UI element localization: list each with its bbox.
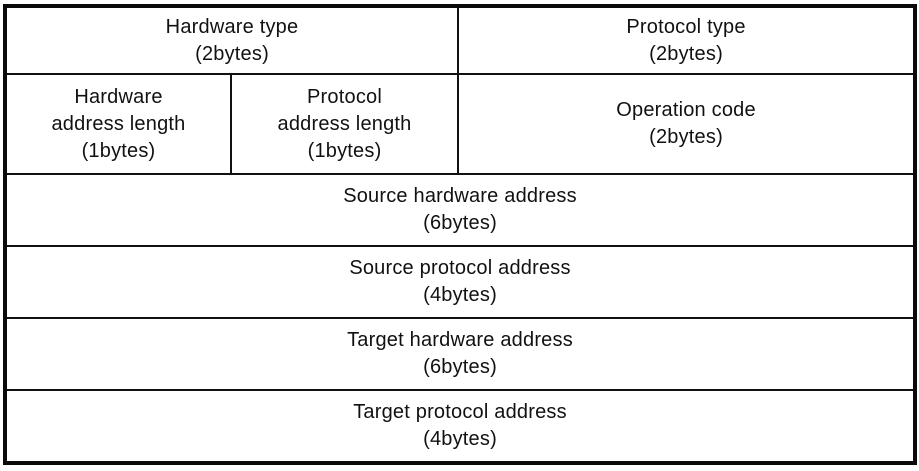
table-row: Target hardware address (6bytes) [3,317,917,391]
cell-protocol-type: Protocol type (2bytes) [457,5,917,75]
field-label: Protocol [307,85,382,108]
table-row: Hardware type (2bytes) Protocol type (2b… [3,5,917,75]
table-row: Target protocol address (4bytes) [3,389,917,464]
table-row: Source protocol address (4bytes) [3,245,917,319]
field-size: (2bytes) [649,126,723,148]
field-label: Source protocol address [349,257,571,279]
field-size: (4bytes) [423,428,497,450]
field-size: (6bytes) [423,212,497,234]
cell-hardware-address-length: Hardware address length (1bytes) [4,73,232,175]
cell-source-hardware-address: Source hardware address (6bytes) [3,173,917,247]
cell-hardware-type: Hardware type (2bytes) [3,5,460,75]
table-row: Source hardware address (6bytes) [3,173,917,247]
packet-format-table: Hardware type (2bytes) Protocol type (2b… [3,4,918,465]
table-row: Hardware address length (1bytes) Protoco… [4,73,917,175]
field-label: Target protocol address [353,401,567,423]
field-label: address length [277,112,412,135]
cell-target-protocol-address: Target protocol address (4bytes) [3,389,917,464]
cell-protocol-address-length: Protocol address length (1bytes) [229,73,460,175]
field-size: (1bytes) [81,139,156,162]
field-label: Source hardware address [343,185,577,207]
cell-target-hardware-address: Target hardware address (6bytes) [3,317,917,391]
field-size: (6bytes) [423,356,497,378]
field-size: (2bytes) [649,42,723,65]
field-size: (2bytes) [195,42,269,65]
cell-source-protocol-address: Source protocol address (4bytes) [3,245,917,319]
field-label: Hardware type [165,15,299,38]
field-size: (1bytes) [307,139,382,162]
field-label: address length [51,112,186,135]
field-label: Target hardware address [347,329,573,351]
field-label: Operation code [616,99,756,121]
field-size: (4bytes) [423,284,497,306]
cell-operation-code: Operation code (2bytes) [457,73,917,175]
field-label: Protocol type [626,15,746,38]
field-label: Hardware [74,85,163,108]
